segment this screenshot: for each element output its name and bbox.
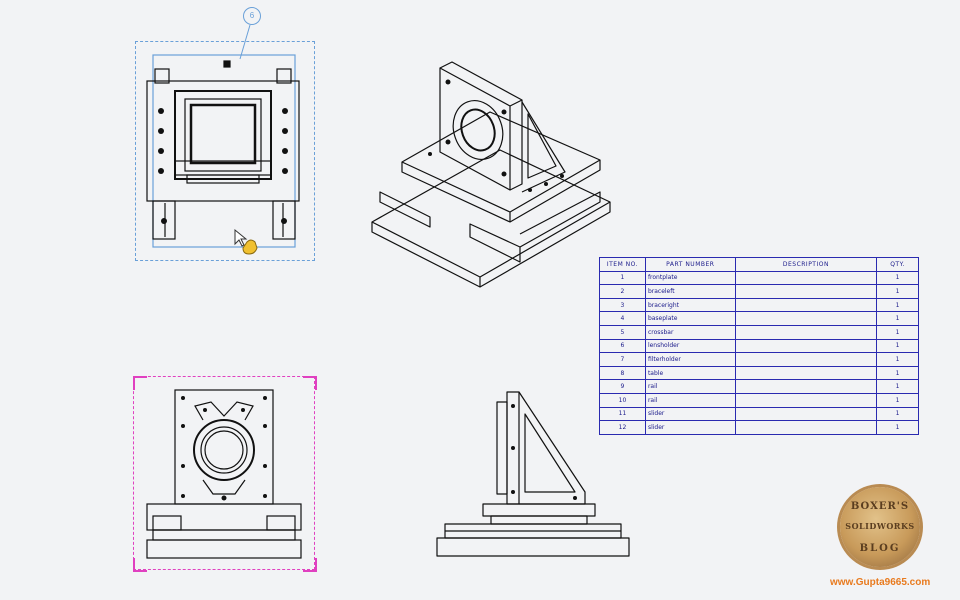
bom-cell-qty[interactable]: 1 <box>876 270 919 286</box>
bom-cell-item-no[interactable]: 7 <box>599 352 646 367</box>
bom-cell-description[interactable] <box>734 379 878 394</box>
bom-cell-description[interactable] <box>734 420 878 435</box>
selection-corner-tr <box>303 376 317 390</box>
bom-cell-item-no[interactable]: 10 <box>599 392 646 408</box>
bom-header-part-number[interactable]: PART NUMBER <box>644 257 736 272</box>
bom-header-row: ITEM NO. PART NUMBER DESCRIPTION QTY. <box>599 257 919 272</box>
bom-cell-qty[interactable]: 1 <box>876 406 919 422</box>
front-view[interactable] <box>133 376 315 570</box>
bom-cell-qty[interactable]: 1 <box>876 365 919 381</box>
bom-cell-qty[interactable]: 1 <box>876 297 919 313</box>
website-url: www.Gupta9665.com <box>830 577 931 588</box>
side-view[interactable] <box>435 388 630 558</box>
bom-cell-part-number[interactable]: braceright <box>644 297 736 313</box>
bom-cell-part-number[interactable]: rail <box>644 392 736 408</box>
item-balloon[interactable]: 6 <box>243 7 261 25</box>
bom-cell-part-number[interactable]: baseplate <box>644 311 736 326</box>
bom-cell-description[interactable] <box>734 406 878 422</box>
top-view[interactable] <box>135 41 315 261</box>
selection-corner-tl <box>133 376 147 390</box>
bom-cell-part-number[interactable]: table <box>644 365 736 381</box>
pointer-arrow-with-hand-icon <box>234 228 258 255</box>
bom-cell-description[interactable] <box>734 284 878 299</box>
bom-cell-part-number[interactable]: filterholder <box>644 352 736 367</box>
bom-cell-item-no[interactable]: 4 <box>599 311 646 326</box>
bom-cell-description[interactable] <box>734 297 878 313</box>
bom-cell-item-no[interactable]: 11 <box>599 406 646 422</box>
selection-corner-bl <box>133 558 147 572</box>
bom-cell-item-no[interactable]: 8 <box>599 365 646 381</box>
bom-cell-part-number[interactable]: slider <box>644 420 736 435</box>
bom-cell-description[interactable] <box>734 365 878 381</box>
bom-cell-description[interactable] <box>734 270 878 286</box>
top-view-selection-box[interactable] <box>135 41 315 261</box>
isometric-view[interactable] <box>370 61 615 294</box>
bom-cell-description[interactable] <box>734 338 878 354</box>
logo-bottom-text: BLOG <box>859 543 901 554</box>
bom-cell-item-no[interactable]: 6 <box>599 338 646 354</box>
bom-cell-qty[interactable]: 1 <box>876 338 919 354</box>
bom-cell-qty[interactable]: 1 <box>876 311 919 326</box>
logo-middle-text: SOLIDWORKS <box>845 521 915 531</box>
bom-cell-item-no[interactable]: 5 <box>599 324 646 340</box>
bom-cell-description[interactable] <box>734 392 878 408</box>
bom-cell-item-no[interactable]: 3 <box>599 297 646 313</box>
bom-cell-part-number[interactable]: braceleft <box>644 284 736 299</box>
bom-cell-item-no[interactable]: 12 <box>599 420 646 435</box>
bom-cell-qty[interactable]: 1 <box>876 392 919 408</box>
bom-cell-qty[interactable]: 1 <box>876 324 919 340</box>
bom-cell-part-number[interactable]: frontplate <box>644 270 736 286</box>
bom-cell-qty[interactable]: 1 <box>876 420 919 435</box>
balloon-leader <box>239 25 251 60</box>
bom-cell-qty[interactable]: 1 <box>876 379 919 394</box>
bom-cell-part-number[interactable]: crossbar <box>644 324 736 340</box>
bom-header-description[interactable]: DESCRIPTION <box>734 257 878 272</box>
bom-cell-part-number[interactable]: lensholder <box>644 338 736 354</box>
bom-header-qty[interactable]: QTY. <box>876 257 919 272</box>
bom-cell-qty[interactable]: 1 <box>876 284 919 299</box>
bom-cell-description[interactable] <box>734 352 878 367</box>
bom-cell-item-no[interactable]: 1 <box>599 270 646 286</box>
selection-corner-br <box>303 558 317 572</box>
bom-cell-part-number[interactable]: slider <box>644 406 736 422</box>
bom-header-item-no[interactable]: ITEM NO. <box>599 257 646 272</box>
bom-cell-item-no[interactable]: 2 <box>599 284 646 299</box>
bom-cell-part-number[interactable]: rail <box>644 379 736 394</box>
boxers-solidworks-blog-logo: BOXER'S SOLIDWORKS BLOG <box>840 487 920 567</box>
logo-top-text: BOXER'S <box>850 501 910 512</box>
bom-cell-description[interactable] <box>734 324 878 340</box>
bom-cell-qty[interactable]: 1 <box>876 352 919 367</box>
front-view-selection-box[interactable] <box>133 376 315 570</box>
bom-cell-description[interactable] <box>734 311 878 326</box>
bom-cell-item-no[interactable]: 9 <box>599 379 646 394</box>
